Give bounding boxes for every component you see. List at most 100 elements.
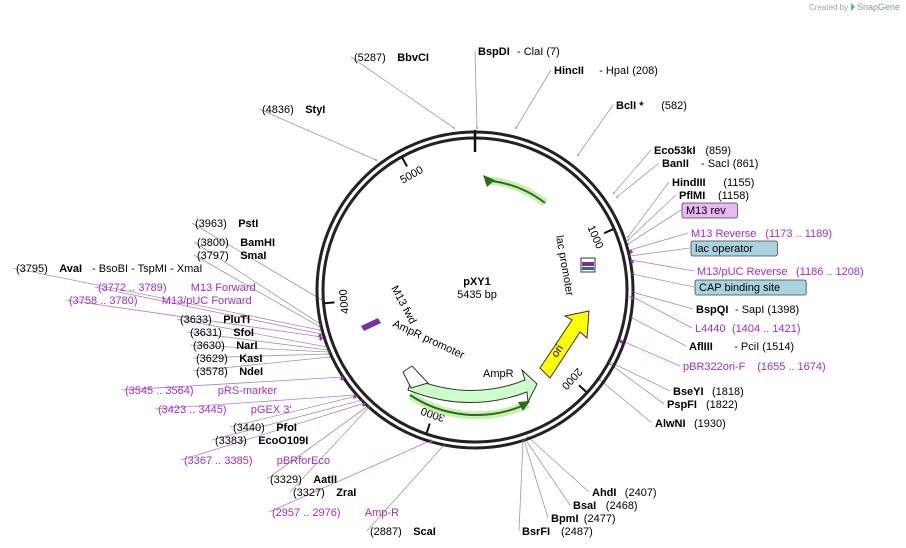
site-label-suffix: - SapI (1398) — [735, 304, 799, 316]
site-label-prefix: (3800) — [197, 237, 229, 249]
site-label-name: lac operator — [695, 243, 753, 255]
primer-site-marker — [428, 439, 434, 444]
site-label: (3367 .. 3385)pBRforEco — [184, 455, 330, 467]
site-label-name: BbvCI — [397, 52, 429, 64]
cut-site-marker — [361, 399, 363, 401]
cut-site-marker — [375, 159, 377, 161]
site-label-name: PstI — [238, 218, 258, 230]
label-leader-line — [266, 405, 369, 480]
site-label: lac operator — [690, 240, 778, 257]
site-label: (3633)PluTI — [180, 314, 250, 326]
site-label-name: PluTI — [223, 314, 250, 326]
site-label-name: AatII — [313, 474, 337, 486]
cut-site-marker — [631, 273, 633, 275]
site-label-suffix: (1173 .. 1189) — [765, 228, 832, 240]
feature-m13-fwd: M13 fwd — [361, 284, 418, 331]
site-label-name: PflMI — [679, 190, 705, 202]
site-label: (3383)EcoO109I — [215, 435, 308, 447]
site-label: AhdI (2407) — [592, 487, 657, 499]
label-leader-line — [627, 194, 677, 241]
ruler-tick-label: 4000 — [337, 289, 351, 314]
site-label: L4440(1404 .. 1421) — [695, 323, 801, 335]
label-leader-line — [258, 108, 377, 161]
label-leader-lines — [12, 50, 695, 532]
site-label-name: HindIII — [672, 177, 706, 189]
label-leader-line — [609, 363, 665, 405]
label-leader-line — [527, 436, 590, 493]
cut-site-marker — [319, 326, 321, 328]
site-label: (3545 .. 3564)pRS-marker — [125, 385, 277, 397]
plasmid-name: pXY1 — [463, 276, 491, 288]
site-label-name: Eco53kI — [654, 145, 696, 157]
cut-site-marker — [631, 291, 633, 293]
cut-site-marker — [523, 439, 525, 441]
site-label-prefix: (3631) — [190, 327, 222, 339]
site-label-prefix: (3440) — [233, 422, 265, 434]
label-leader-line — [627, 209, 682, 245]
feature-ampr-promoter-label: AmpR promoter — [391, 318, 467, 362]
site-label-name: BspDI — [478, 46, 510, 58]
label-leader-line — [629, 247, 691, 257]
label-leader-line — [609, 361, 671, 392]
ruler-tick — [603, 228, 614, 235]
ruler-tick-label: 5000 — [398, 164, 425, 186]
site-label-name: pGEX 3' — [251, 404, 292, 416]
label-leader-line — [627, 181, 670, 238]
feature-lac-promoter: lac promoter — [553, 234, 596, 297]
site-label-name: pBR322ori-F — [683, 361, 746, 373]
label-leader-line — [629, 232, 689, 251]
feature-label-box — [690, 240, 778, 257]
cut-site-marker — [328, 351, 330, 353]
feature-arrow-top — [483, 175, 548, 207]
site-label-prefix: (3795) — [16, 263, 48, 275]
plasmid-size: 5435 bp — [457, 289, 497, 301]
site-label-name: BsaI — [573, 500, 596, 512]
site-label-prefix: (3578) — [196, 366, 228, 378]
label-leader-line — [192, 356, 331, 372]
site-label-prefix: (3327) — [293, 487, 325, 499]
feature-ampr-label: AmpR — [483, 368, 514, 380]
site-label-suffix: (1158) — [718, 190, 749, 202]
site-label-name: ScaI — [413, 526, 436, 538]
snapgene-logo-icon — [851, 3, 855, 11]
cut-site-marker — [599, 379, 601, 381]
site-label-suffix: (1404 .. 1421) — [732, 323, 801, 335]
label-leader-line — [193, 241, 321, 325]
site-label: (3797)SmaI — [197, 250, 266, 262]
site-label: M13/pUC Reverse(1186 .. 1208) — [697, 266, 864, 278]
site-label: (4836)StyI — [262, 104, 325, 116]
site-label: (3795)AvaI- BsoBI - TspMI - XmaI — [16, 263, 202, 275]
site-label-suffix: (859) — [705, 145, 731, 157]
site-label: (3329)AatII — [270, 474, 337, 486]
label-leader-line — [630, 259, 695, 272]
site-label-name: StyI — [305, 104, 325, 116]
site-label-prefix: (3629) — [196, 353, 228, 365]
site-label: Eco53kI (859) — [654, 145, 731, 157]
label-leader-line — [154, 394, 357, 410]
site-label-name: AflIII — [689, 341, 713, 353]
site-label: BspQI- SapI (1398) — [696, 304, 799, 316]
cut-site-marker — [527, 436, 529, 438]
site-label-suffix: (2407) — [625, 487, 657, 499]
site-label-name: M13 Forward — [191, 282, 256, 294]
site-label: M13 Reverse(1173 .. 1189) — [691, 228, 832, 240]
site-label: BclI *(582) — [616, 100, 687, 112]
feature-ori-label: ori — [549, 343, 566, 360]
site-label: (2887)ScaI — [370, 526, 436, 538]
primer-site-marker — [629, 259, 635, 264]
label-leader-line — [94, 286, 322, 335]
feature-m13-fwd-label: M13 fwd — [388, 284, 418, 326]
feature-arrow-bottom — [407, 391, 530, 420]
credit-prefix: Created by — [809, 3, 848, 12]
site-label-name: Amp-R — [365, 507, 399, 519]
site-label-suffix: (2468) — [606, 500, 638, 512]
site-label: BanII- SacI (861) — [662, 158, 758, 170]
site-label-name: SmaI — [240, 250, 266, 262]
site-label-suffix: - BsoBI - TspMI - XmaI — [92, 263, 202, 275]
site-label-suffix: (1655 .. 1674) — [757, 361, 826, 373]
label-leader-line — [289, 406, 370, 493]
label-leader-line — [599, 379, 653, 424]
site-label-name: AhdI — [592, 487, 616, 499]
